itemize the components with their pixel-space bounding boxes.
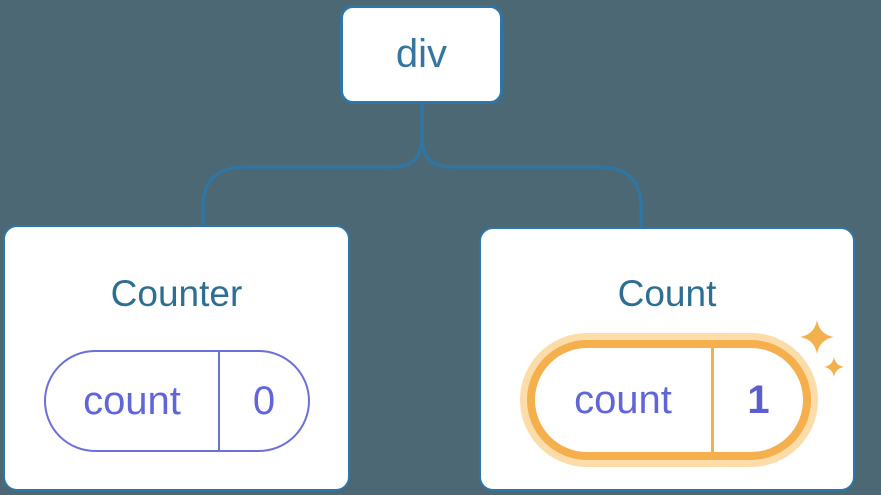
component-title: Count bbox=[617, 273, 717, 314]
sparkle-icon-small bbox=[824, 357, 844, 377]
state-value: 1 bbox=[747, 377, 770, 422]
pill-divider bbox=[711, 348, 714, 452]
pill-divider bbox=[218, 352, 220, 450]
state-key-label: count bbox=[83, 378, 181, 423]
state-key-label: count bbox=[574, 377, 672, 422]
state-value: 0 bbox=[252, 378, 276, 423]
component-card-counter: Counter count 0 bbox=[3, 225, 350, 491]
state-pill: count 0 bbox=[44, 350, 310, 452]
sparkle-icon-large bbox=[800, 320, 835, 355]
root-node-label: div bbox=[395, 32, 448, 76]
connector-right-branch bbox=[420, 133, 643, 228]
connector-left-branch bbox=[201, 133, 424, 226]
component-title: Counter bbox=[110, 273, 243, 314]
state-pill-highlighted: count 1 bbox=[527, 340, 811, 460]
sparkle-icon bbox=[800, 320, 844, 377]
component-card-count: Count count 1 bbox=[479, 227, 855, 491]
root-node: div bbox=[340, 5, 503, 104]
